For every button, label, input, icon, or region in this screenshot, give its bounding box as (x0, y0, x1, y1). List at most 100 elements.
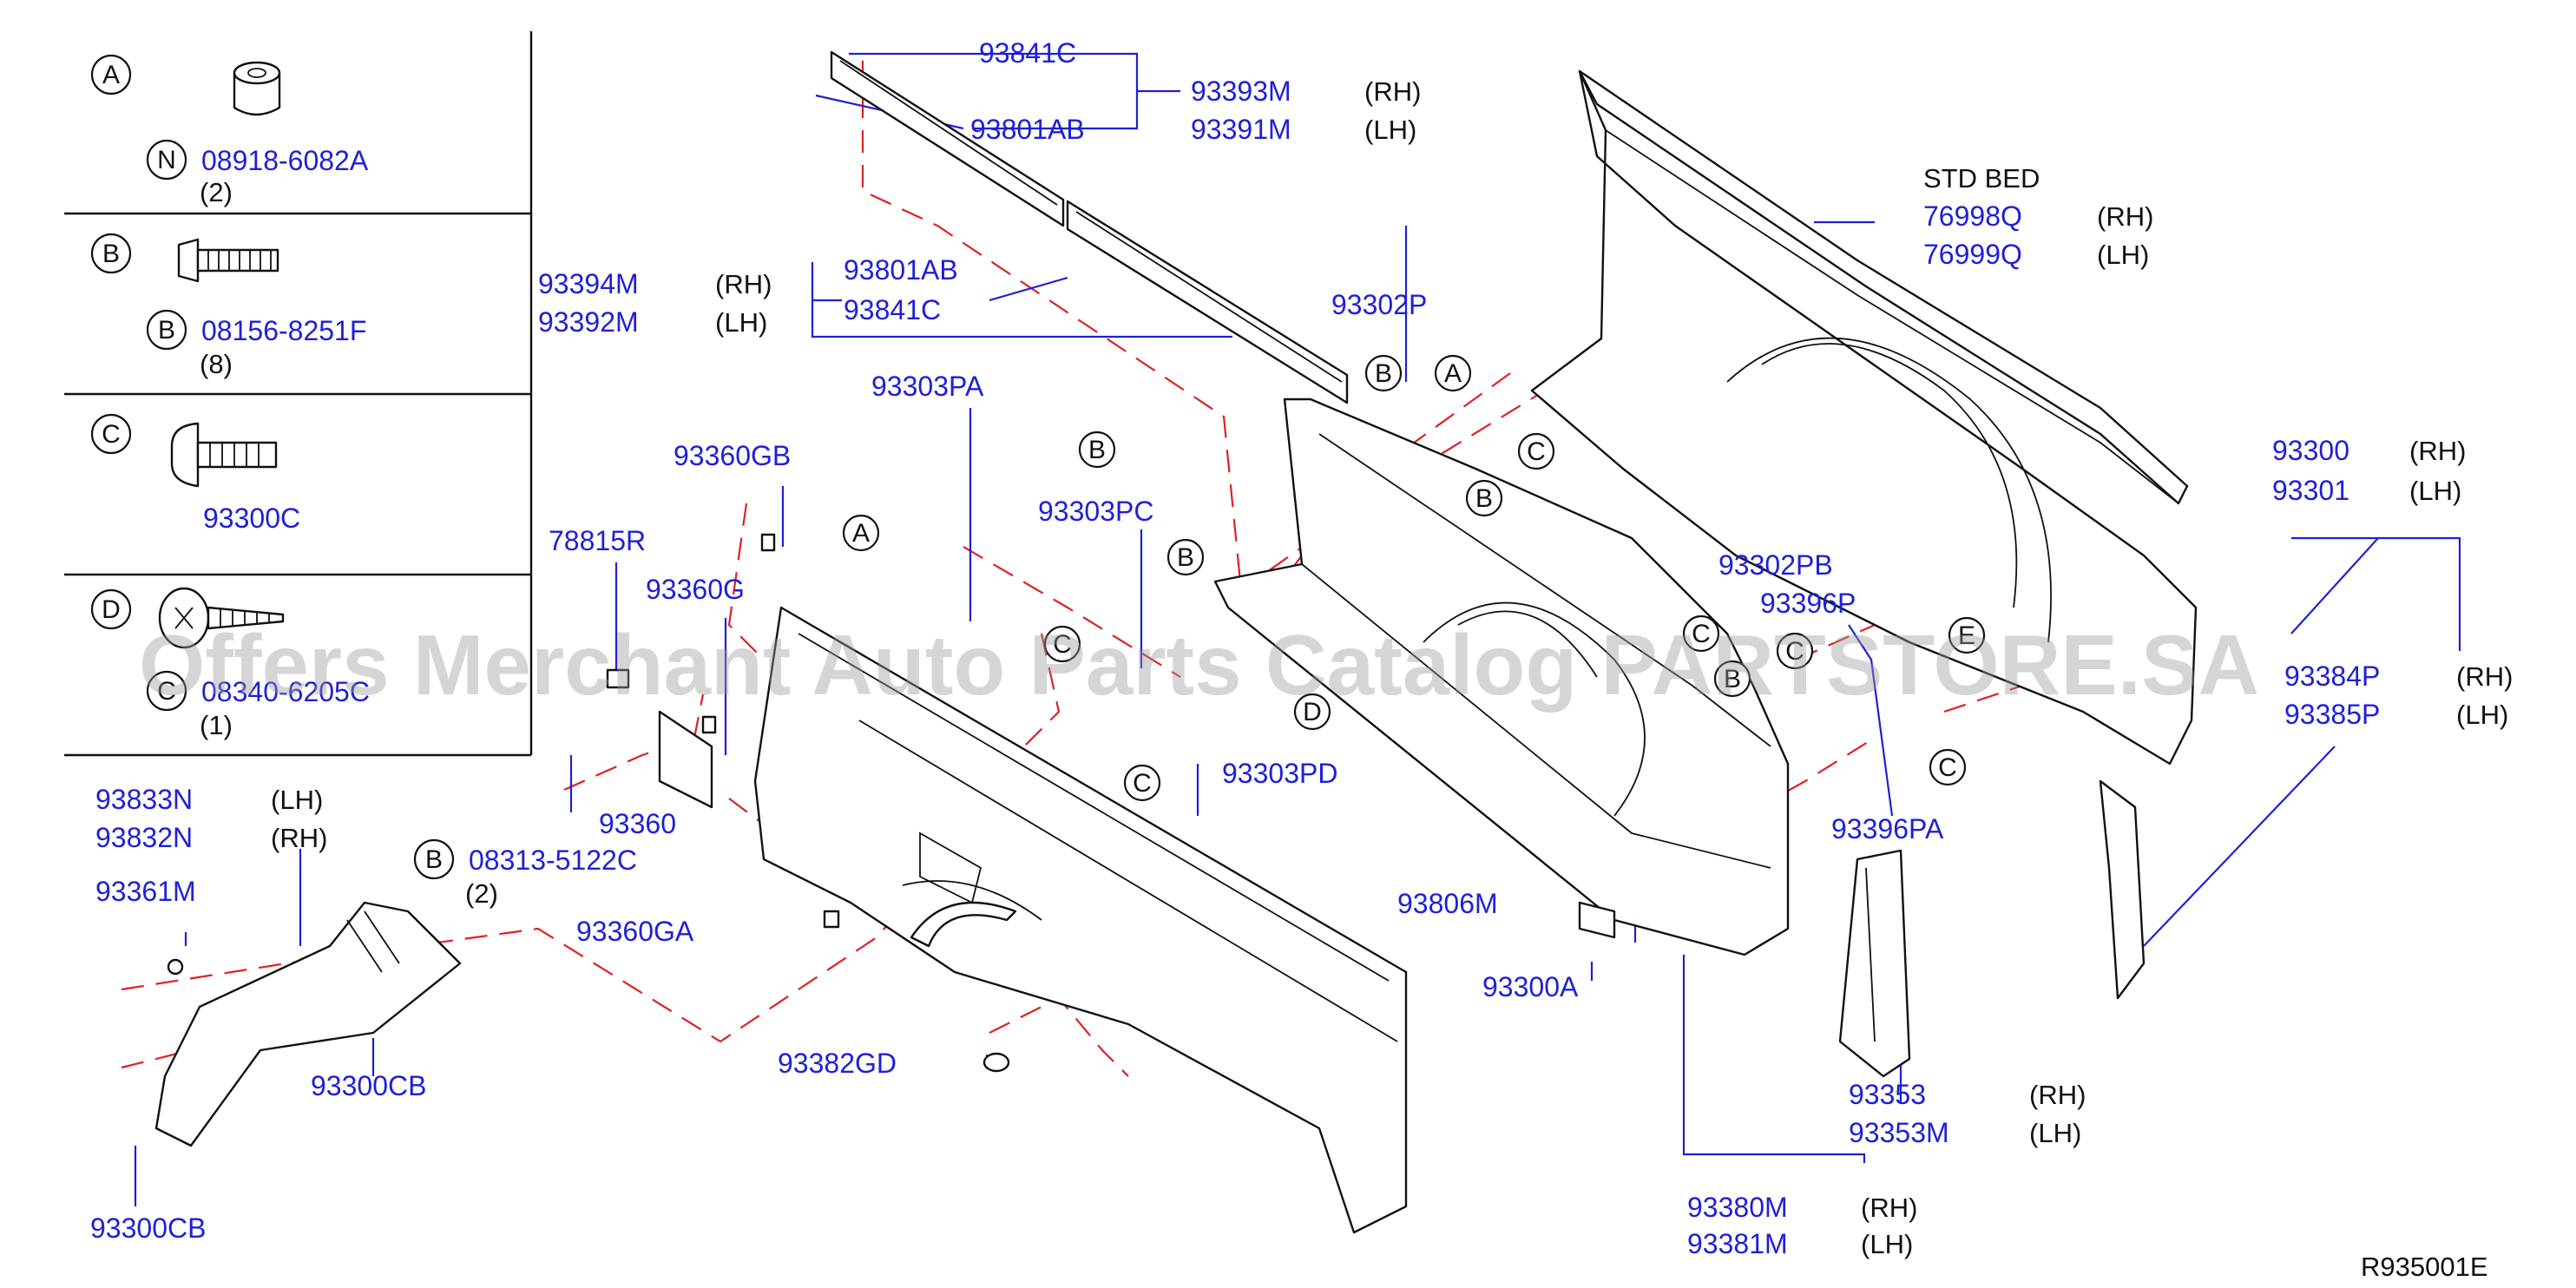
legend-note-n (146, 139, 187, 181)
callout-c: C (1938, 753, 1957, 782)
part-labels: 93841C 93393M (RH) 93801AB 93391M (LH) S… (90, 37, 2513, 1282)
legend-callout-a (90, 54, 132, 95)
label-78815r: 78815R (549, 525, 646, 556)
label-93381m: 93381M (1687, 1228, 1788, 1259)
label-qty: (2) (465, 878, 498, 909)
label-93396p: 93396P (1760, 588, 1856, 619)
label-93394m: 93394M (538, 268, 639, 299)
label-93300: 93300 (2272, 435, 2349, 466)
fender-liner-left (154, 901, 462, 1147)
callout-c: C (1133, 769, 1152, 798)
label-93303pd: 93303PD (1222, 758, 1337, 789)
label-93801ab-top: 93801AB (970, 114, 1085, 145)
legend-box: A N 08918-6082A (2) B B 08156-8251F (8) … (64, 31, 533, 757)
legend-qty-d: (1) (200, 710, 233, 740)
label-08313-5122c: 08313-5122C (469, 844, 637, 876)
label-93841c: 93841C (844, 294, 941, 325)
bed-rail-cap-top (830, 50, 1349, 404)
label-93391m: 93391M (1191, 114, 1291, 145)
callout-c: C (1692, 620, 1711, 648)
label-lh: (LH) (2029, 1118, 2081, 1148)
bed-front-panel (1213, 398, 1790, 956)
label-std-bed: STD BED (1923, 163, 2040, 194)
label-93353m: 93353M (1849, 1117, 1949, 1148)
label-rh: (RH) (1364, 76, 1421, 107)
label-93392m: 93392M (538, 306, 639, 338)
legend-part-c: 93300C (203, 503, 300, 534)
diagram-reference-code: R935001E (2361, 1252, 2488, 1282)
legend-part-d: 08340-6205C (201, 676, 370, 707)
nut-icon (233, 61, 281, 116)
label-rh: (RH) (2097, 201, 2153, 232)
callout-b: B (1375, 359, 1392, 388)
tapping-screw-icon (158, 587, 285, 649)
label-93396pa: 93396PA (1831, 813, 1944, 844)
callout-d: D (1303, 698, 1322, 726)
label-lh: (LH) (2456, 700, 2508, 730)
label-93300cb: 93300CB (311, 1070, 426, 1101)
callout-a: A (1444, 359, 1462, 388)
label-rh: (RH) (2029, 1080, 2086, 1110)
legend-note-c-letter: C (157, 677, 176, 706)
label-93832n: 93832N (95, 822, 193, 853)
legend-note-b-letter: B (158, 316, 175, 345)
wheel-housing-seal (910, 901, 1017, 948)
watermark: Offers Merchant Auto Parts Catalog PARTS… (139, 617, 2259, 713)
screw-icon (170, 422, 278, 488)
label-93300cb: 93300CB (90, 1212, 206, 1244)
rear-bed-corner-bracket (1838, 849, 1911, 1078)
legend-callout-c (90, 413, 132, 455)
legend-letter-a: A (102, 61, 120, 89)
mud-flap-plate (658, 710, 713, 809)
label-76999q: 76999Q (1923, 239, 2022, 270)
label-93380m: 93380M (1687, 1192, 1788, 1223)
label-93382gd: 93382GD (778, 1048, 897, 1079)
label-rh: (RH) (715, 269, 772, 299)
callout-b: B (1724, 665, 1741, 693)
label-93393m: 93393M (1191, 76, 1291, 107)
bed-side-inner-panel (753, 606, 1408, 1234)
label-rh: (RH) (271, 823, 327, 853)
callout-circles: B A B A C B B C D C C C B E C B (413, 354, 1986, 880)
label-rh: (RH) (2456, 661, 2513, 692)
front-bracket-plate (1578, 901, 1616, 939)
label-93360: 93360 (599, 808, 676, 839)
bed-side-outer-panel (1530, 69, 2198, 766)
callout-c: C (1053, 630, 1072, 659)
legend-callout-b (90, 233, 132, 274)
legend-part-b: 08156-8251F (201, 315, 366, 346)
legend-note-b (146, 309, 187, 351)
label-lh: (LH) (1861, 1229, 1913, 1259)
label-rh: (RH) (2409, 436, 2466, 466)
label-76998q: 76998Q (1923, 200, 2022, 232)
callout-a: A (852, 519, 870, 548)
legend-note-n-letter: N (157, 146, 176, 174)
legend-letter-c: C (102, 420, 121, 449)
callout-c: C (1527, 437, 1546, 466)
label-93361m: 93361M (95, 876, 196, 907)
legend-letter-b: B (102, 240, 120, 268)
label-93303pc: 93303PC (1038, 496, 1153, 527)
label-93302p: 93302P (1331, 289, 1427, 320)
label-93303pa: 93303PA (871, 371, 984, 402)
legend-part-a: 08918-6082A (201, 145, 369, 176)
label-93360gb: 93360GB (674, 440, 791, 471)
label-93300a: 93300A (1482, 971, 1579, 1002)
callout-b: B (1475, 484, 1493, 513)
label-lh: (LH) (2409, 476, 2461, 506)
callout-b: B (1177, 543, 1194, 572)
label-rh: (RH) (1861, 1193, 1917, 1223)
legend-note-c (146, 670, 187, 712)
label-93301: 93301 (2272, 475, 2349, 506)
label-lh: (LH) (271, 785, 323, 815)
callout-b: B (1088, 436, 1106, 464)
legend-qty-a: (2) (200, 177, 233, 207)
label-93302pb: 93302PB (1718, 549, 1833, 581)
legend-callout-d (90, 588, 132, 630)
callout-e: E (1958, 621, 1975, 650)
label-93360ga: 93360GA (576, 916, 694, 947)
callout-b: B (425, 845, 443, 874)
label-93360g: 93360G (646, 574, 745, 605)
callout-c: C (1785, 637, 1804, 666)
label-lh: (LH) (1364, 115, 1416, 145)
